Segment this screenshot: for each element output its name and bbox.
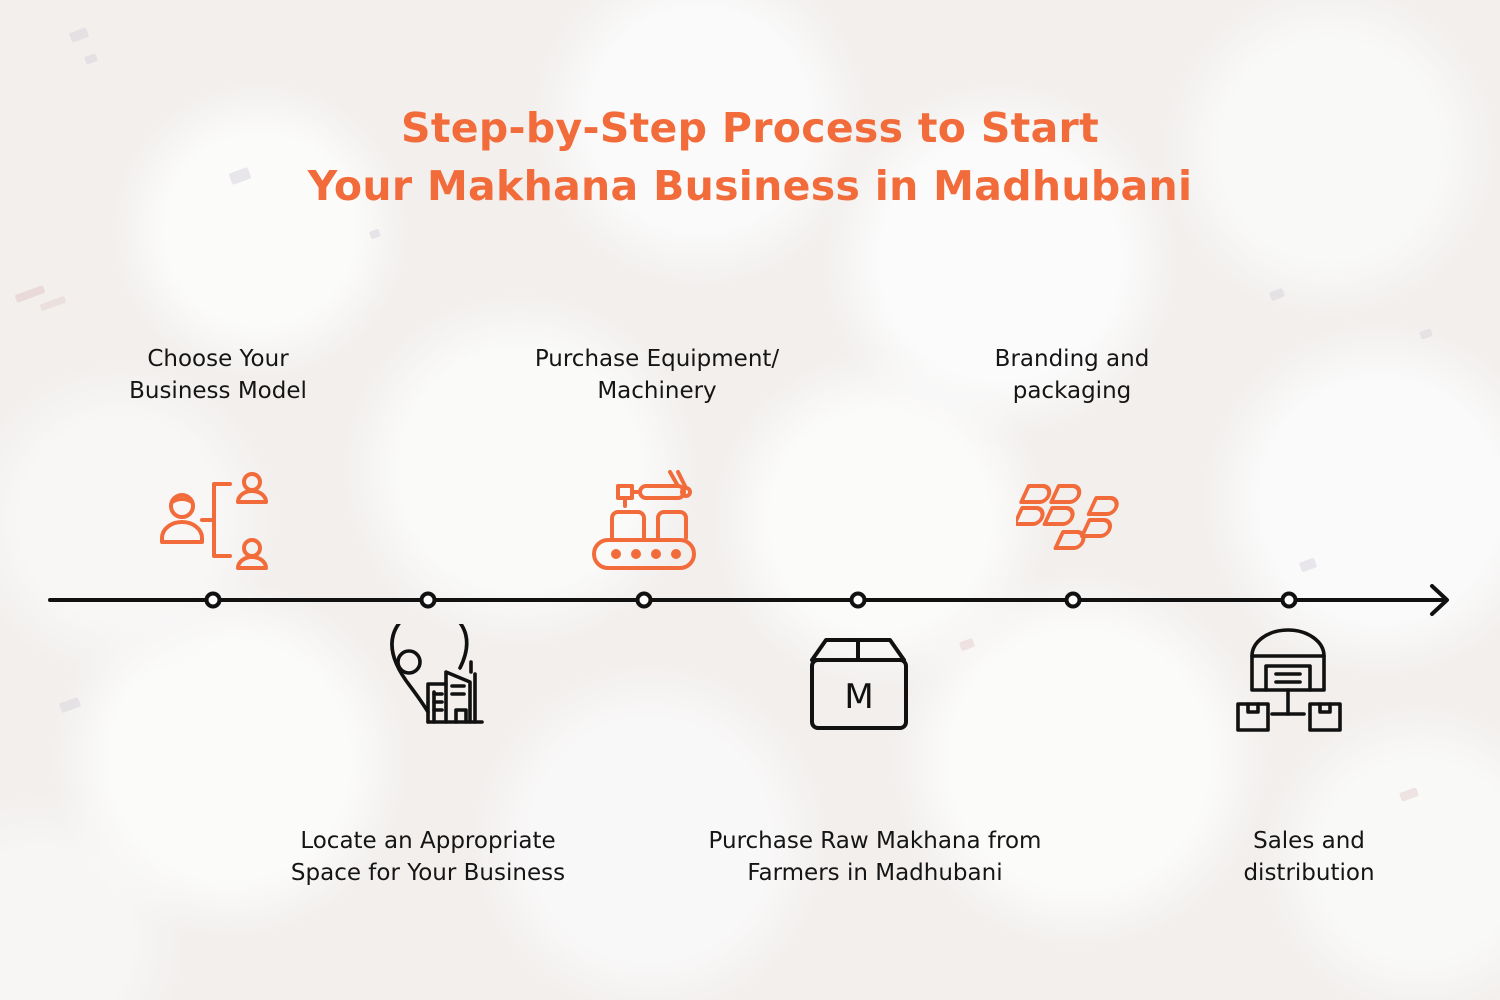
box-letter-m: M: [844, 677, 873, 717]
step-3-label: Purchase Equipment/ Machinery: [534, 346, 780, 404]
title-line-1: Step-by-Step Process to Start: [401, 104, 1099, 153]
step-6-label: Sales and distribution: [1243, 828, 1375, 886]
step-2-label: Locate an Appropriate Space for Your Bus…: [290, 828, 566, 886]
step-4-label: Purchase Raw Makhana from Farmers in Mad…: [708, 828, 1042, 886]
packaging-boxes-icon: [1016, 484, 1119, 550]
warehouse-distribution-icon: [1236, 628, 1342, 732]
conveyor-robot-arm-icon: [592, 470, 696, 570]
infographic-title: Step-by-Step Process to Start Your Makha…: [0, 99, 1500, 215]
makhana-box-icon: M: [810, 638, 908, 730]
step-1-label: Choose Your Business Model: [129, 346, 307, 404]
location-building-icon: [390, 624, 484, 724]
step-5-label: Branding and packaging: [994, 346, 1150, 404]
organization-chart-icon: [160, 472, 268, 570]
title-line-2: Your Makhana Business in Madhubani: [307, 162, 1193, 211]
